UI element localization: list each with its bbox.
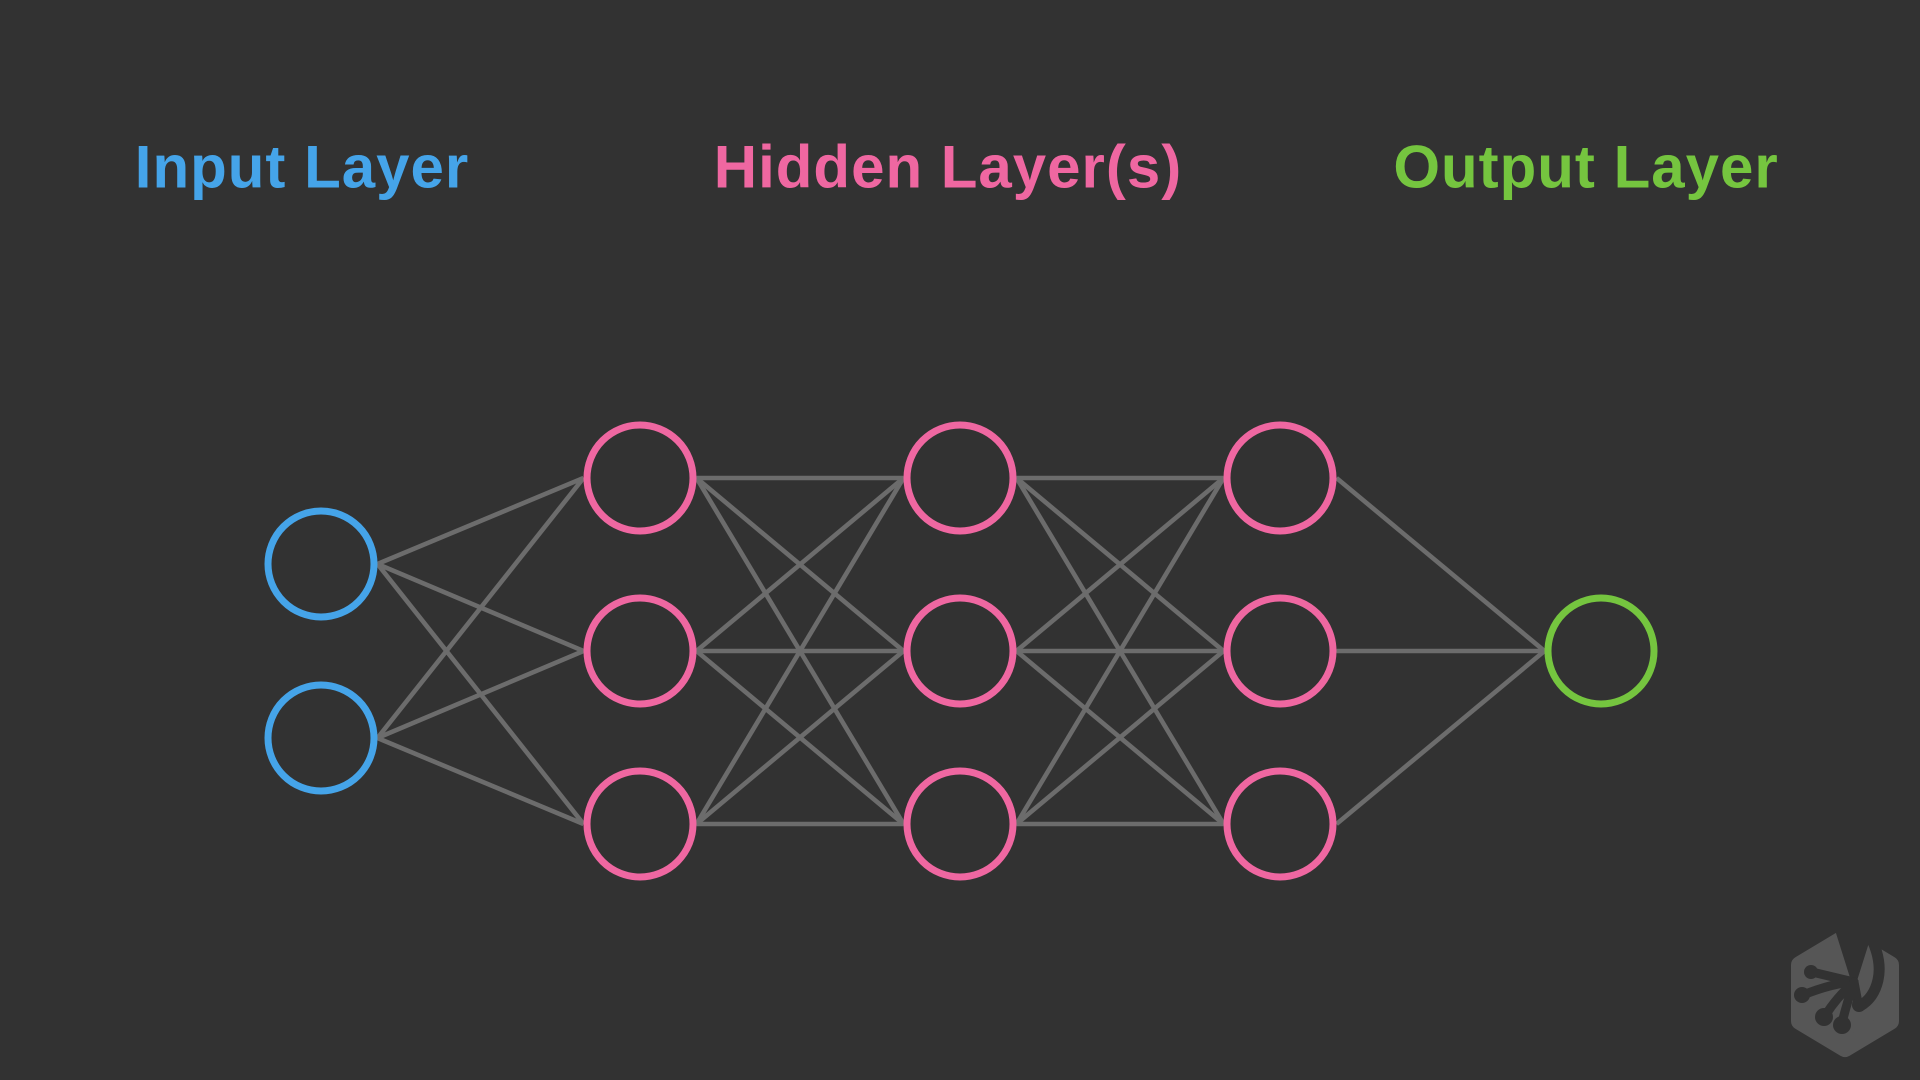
connection-edge: [1014, 476, 1226, 826]
hidden-layer-3-node: [1223, 767, 1337, 881]
hidden-layer-1-node: [583, 594, 697, 708]
hidden-layer-3-node: [1223, 421, 1337, 535]
hidden-layer-1-node: [583, 421, 697, 535]
output-layer-label: Output Layer: [1393, 133, 1779, 201]
connection-edge: [695, 476, 905, 653]
connection-edge: [375, 476, 586, 740]
logo-tree-cutout: [1794, 928, 1885, 1034]
connection-edge: [694, 476, 906, 826]
treehouse-logo: [1791, 928, 1899, 1057]
output-layer-node: [1544, 594, 1658, 708]
input-layer-label: Input Layer: [134, 133, 470, 201]
connection-edge: [1015, 649, 1225, 826]
hidden-layer-2-node: [903, 594, 1017, 708]
connection-edge: [1335, 649, 1546, 826]
connection-edge: [376, 735, 585, 827]
hidden-layer-2-node: [903, 767, 1017, 881]
connection-edge: [376, 475, 585, 567]
hidden-layer-3-node: [1223, 594, 1337, 708]
hidden-layer-2-node: [903, 421, 1017, 535]
connection-edge: [695, 649, 905, 826]
connection-edge: [1335, 476, 1546, 653]
hidden-layer-1-node: [583, 767, 697, 881]
input-layer-node: [264, 681, 378, 795]
hidden-layer-label: Hidden Layer(s): [713, 133, 1183, 201]
connection-edge: [1015, 476, 1225, 653]
input-layer-node: [264, 507, 378, 621]
connection-edge: [376, 648, 585, 741]
